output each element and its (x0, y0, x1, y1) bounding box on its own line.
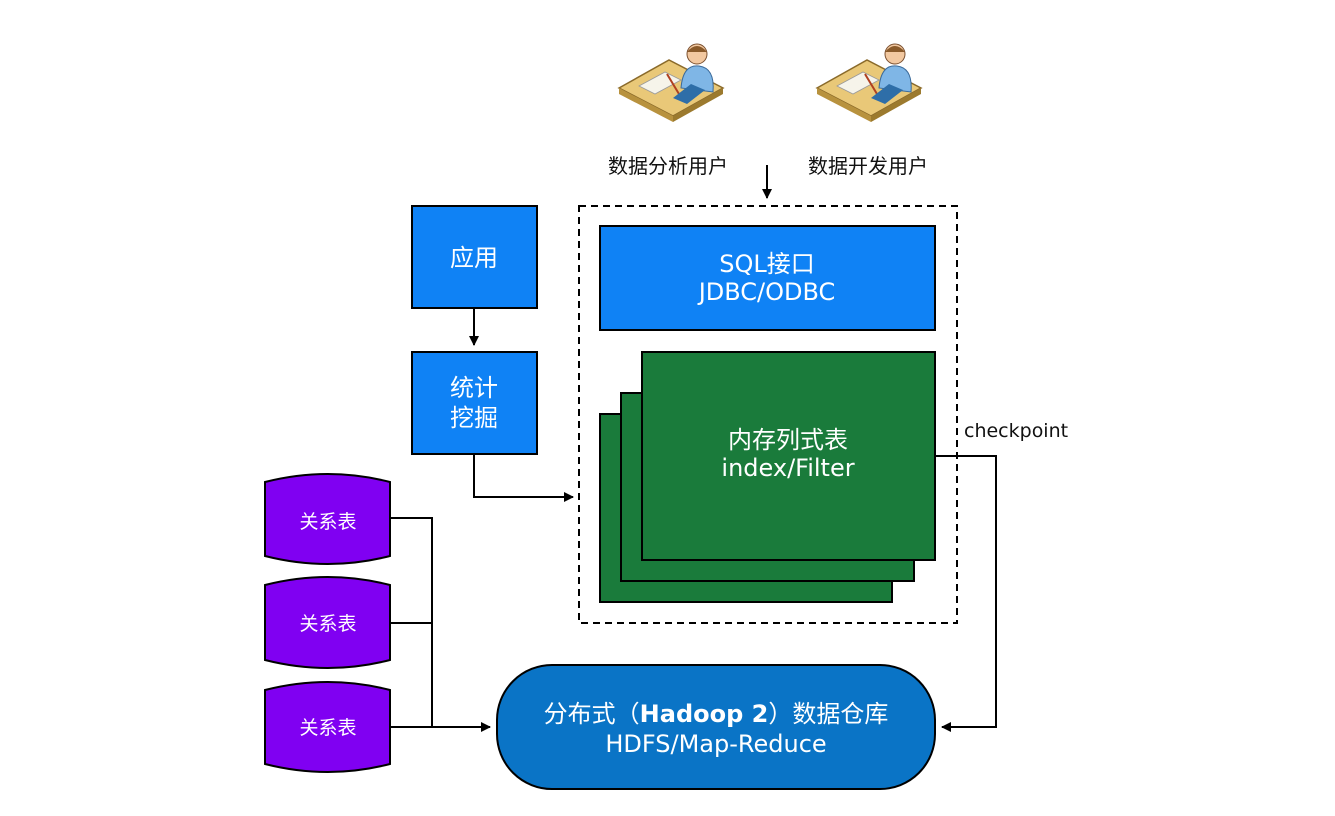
checkpoint-arrow (935, 455, 997, 732)
memtable-box (641, 351, 936, 561)
developer-user-icon (815, 43, 923, 122)
warehouse-label-bold: Hadoop 2 (640, 700, 769, 728)
stats-mining-label-line2: 挖掘 (450, 404, 498, 432)
stats-to-engine-arrow (473, 454, 574, 502)
relational-table-1: 关系表 (264, 473, 391, 565)
relational-table-2: 关系表 (264, 576, 391, 669)
relational-table-label: 关系表 (299, 613, 356, 635)
developer-user-label: 数据开发用户 (808, 154, 928, 178)
relational-table-label: 关系表 (299, 511, 356, 533)
memtable-label: 内存列式表 (728, 426, 848, 454)
table-connector (390, 517, 433, 727)
relational-table-label: 关系表 (299, 717, 356, 739)
sql-interface-sublabel: JDBC/ODBC (697, 278, 836, 306)
warehouse-label: 分布式（Hadoop 2）数据仓库 (544, 700, 889, 728)
application-label: 应用 (450, 244, 498, 272)
analyst-user-label: 数据分析用户 (608, 154, 728, 178)
analyst-user-icon (617, 43, 725, 122)
warehouse-sublabel: HDFS/Map-Reduce (605, 730, 826, 758)
stats-mining-box (411, 351, 538, 455)
hadoop-warehouse (496, 664, 936, 790)
checkpoint-label: checkpoint (964, 420, 1068, 442)
stats-mining-label-line1: 统计 (450, 374, 498, 402)
sql-interface-box (599, 225, 936, 331)
sql-interface-label: SQL接口 (719, 250, 815, 278)
engine-container (578, 205, 958, 624)
application-box (411, 205, 538, 309)
memtable-sublabel: index/Filter (721, 454, 854, 482)
relational-table-3: 关系表 (264, 681, 391, 773)
